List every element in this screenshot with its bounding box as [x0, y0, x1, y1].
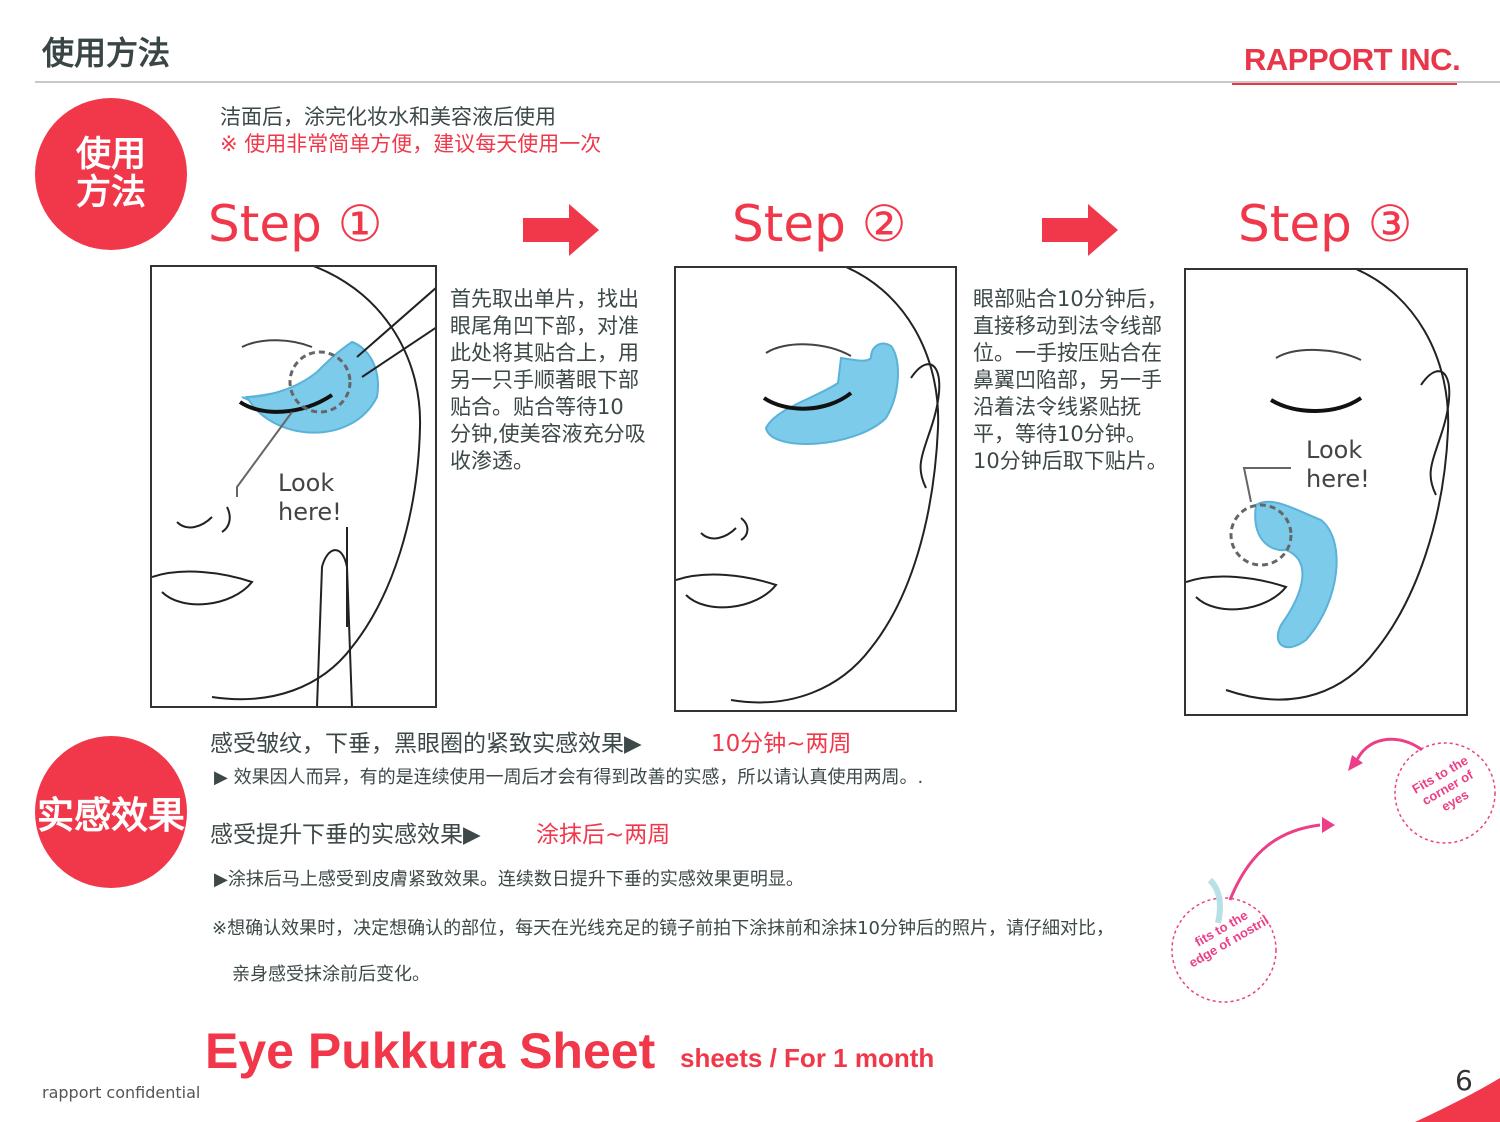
- page-number: 6: [1455, 1064, 1473, 1097]
- effects-badge: 实感效果: [35, 736, 187, 888]
- effect-lift-note: ▶涂抹后马上感受到皮膚紧致效果。连续数日提升下垂的实感效果更明显。: [214, 869, 804, 890]
- usage-badge-line2: 方法: [75, 173, 146, 213]
- arrow-right-icon: [1042, 204, 1118, 256]
- face-with-eye-patch-illustration: [675, 262, 941, 704]
- effect-lift-time: 涂抹后~两周: [536, 822, 671, 848]
- effect-wrinkle-heading: 感受皱纹，下垂，黑眼圈的紧致实感效果▶: [210, 731, 642, 757]
- face-with-eye-patch-illustration: [151, 261, 438, 708]
- step-2-label: Step ②: [732, 195, 907, 253]
- look-here-callout: Look here!: [278, 469, 342, 526]
- step-1-illustration: Look here!: [150, 261, 438, 708]
- step-2-illustration: [674, 262, 957, 712]
- confidential-label: rapport confidential: [42, 1083, 201, 1102]
- effect-wrinkle-time: 10分钟~两周: [711, 731, 852, 757]
- effect-confirm-note: ※想确认效果时，决定想确认的部位，每天在光线充足的镜子前拍下涂抹前和涂抹10分钟…: [212, 918, 1114, 939]
- step-3-illustration: Look here!: [1184, 264, 1468, 716]
- corner-decoration: [1415, 1078, 1500, 1122]
- step-1-description: 首先取出单片，找出眼尾角凹下部，对准此处将其贴合上，用另一只手顺著眼下部贴合。贴…: [450, 287, 646, 473]
- face-with-nasolabial-patch-illustration: [1185, 264, 1451, 701]
- step-2-description: 眼部贴合10分钟后，直接移动到法令线部位。一手按压贴合在鼻翼凹陷部，另一手沿着法…: [973, 287, 1168, 473]
- brand-underline: [1232, 83, 1457, 85]
- usage-intro: 洁面后，涂完化妆水和美容液后使用 ※ 使用非常简单方便，建议每天使用一次: [220, 104, 601, 158]
- intro-text: 洁面后，涂完化妆水和美容液后使用: [220, 105, 556, 129]
- annotation-arrows: [1171, 737, 1496, 1003]
- effect-confirm-note-cont: 亲身感受抹涂前后变化。: [232, 964, 430, 985]
- effect-wrinkle-note: ▶ 效果因人而异，有的是连续使用一周后才会有得到改善的实感，所以请认真使用两周。…: [214, 767, 924, 788]
- intro-note: ※ 使用非常简单方便，建议每天使用一次: [220, 132, 602, 156]
- usage-badge: 使用方法: [35, 98, 187, 250]
- title-divider: [35, 81, 1500, 83]
- product-name: Eye Pukkura Sheet: [205, 1023, 656, 1079]
- effect-lift-heading: 感受提升下垂的实感效果▶: [210, 822, 481, 848]
- arrow-right-icon: [523, 204, 599, 256]
- step-1-label: Step ①: [208, 195, 383, 253]
- step-3-label: Step ③: [1238, 195, 1413, 253]
- page-title: 使用方法: [42, 34, 171, 72]
- look-here-callout: Look here!: [1306, 436, 1370, 493]
- usage-badge-line1: 使用: [75, 135, 146, 175]
- product-quantity: sheets / For 1 month: [680, 1043, 935, 1073]
- brand-logo: RAPPORT INC.: [1244, 42, 1461, 77]
